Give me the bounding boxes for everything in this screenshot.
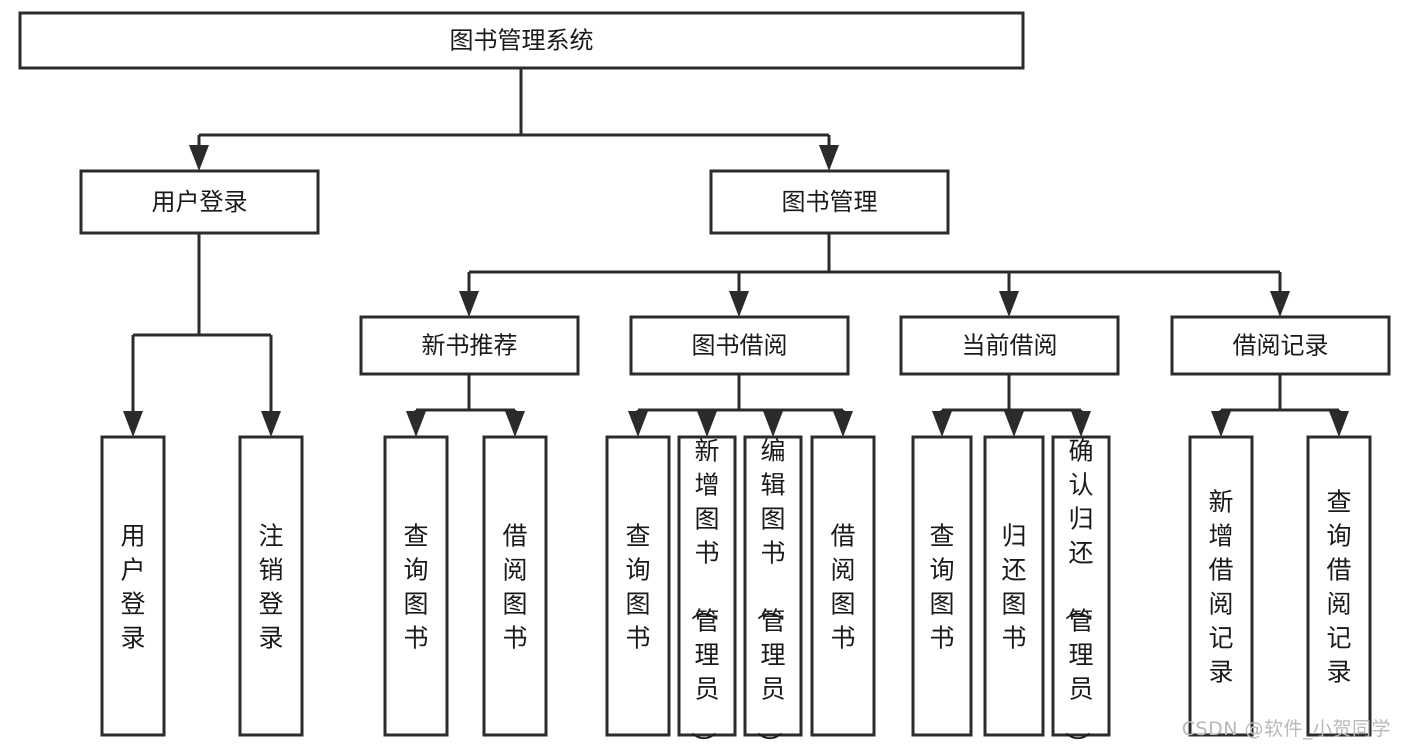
node-root[interactable]: 图书管理系统 [18, 11, 1025, 70]
node-label-leaf-add-book: 新增图书（管理员） [688, 437, 719, 747]
node-label-leaf-user-login: 用户登录 [120, 522, 145, 653]
node-leaf-query-book-c[interactable]: 查询图书 [911, 435, 973, 737]
node-label-leaf-add-record: 新增借阅记录 [1208, 488, 1233, 687]
node-leaf-query-book-b[interactable]: 查询图书 [605, 435, 671, 737]
arrow-head-icon [1071, 411, 1091, 437]
node-label-leaf-query-record: 查询借阅记录 [1326, 488, 1351, 687]
connector-group-current-borrow [932, 374, 1091, 437]
connector-group-user-login [123, 233, 281, 437]
node-book-manage[interactable]: 图书管理 [709, 169, 950, 235]
node-current-borrow[interactable]: 当前借阅 [899, 315, 1120, 376]
node-box-root[interactable] [18, 11, 1025, 70]
node-label-borrow-record: 借阅记录 [1233, 332, 1329, 360]
connectors-layer [123, 68, 1349, 437]
node-borrow-record[interactable]: 借阅记录 [1170, 315, 1391, 376]
node-box-book-borrow[interactable] [629, 315, 850, 376]
node-label-leaf-confirm-return: 确认归还（管理员） [1062, 437, 1093, 747]
node-box-leaf-borrow-book-b[interactable] [810, 435, 876, 737]
node-box-leaf-edit-book[interactable] [743, 435, 803, 737]
node-leaf-user-logout[interactable]: 注销登录 [238, 435, 304, 737]
node-label-user-login: 用户登录 [152, 188, 248, 216]
node-box-leaf-confirm-return[interactable] [1051, 435, 1111, 737]
connector-group-new-book-rec [406, 374, 525, 437]
node-new-book-rec[interactable]: 新书推荐 [359, 315, 580, 376]
arrow-head-icon [1004, 411, 1024, 437]
node-label-leaf-borrow-book-rec: 借阅图书 [502, 522, 527, 653]
node-label-leaf-edit-book: 编辑图书（管理员） [754, 437, 785, 747]
connector-group-book-borrow [628, 374, 853, 437]
node-box-leaf-user-logout[interactable] [238, 435, 304, 737]
node-label-current-borrow: 当前借阅 [962, 332, 1058, 360]
node-label-leaf-return-book: 归还图书 [1001, 522, 1026, 653]
node-label-root: 图书管理系统 [450, 27, 594, 55]
arrow-head-icon [505, 411, 525, 437]
arrow-head-icon [406, 411, 426, 437]
node-leaf-query-book-rec[interactable]: 查询图书 [383, 435, 449, 737]
node-user-login[interactable]: 用户登录 [79, 169, 320, 235]
watermark-label: CSDN @软件_小贺同学 [1181, 718, 1391, 740]
node-box-leaf-query-book-rec[interactable] [383, 435, 449, 737]
node-box-leaf-add-book[interactable] [677, 435, 737, 737]
node-leaf-query-record[interactable]: 查询借阅记录 [1306, 435, 1372, 737]
arrow-head-icon [189, 145, 209, 171]
node-leaf-user-login[interactable]: 用户登录 [100, 435, 166, 737]
node-box-leaf-query-book-b[interactable] [605, 435, 671, 737]
node-label-leaf-query-book-rec: 查询图书 [403, 522, 428, 653]
arrow-head-icon [999, 291, 1019, 317]
node-box-leaf-add-record[interactable] [1188, 435, 1254, 737]
arrow-head-icon [123, 411, 143, 437]
arrow-head-icon [1211, 411, 1231, 437]
arrow-head-icon [1270, 291, 1290, 317]
node-box-current-borrow[interactable] [899, 315, 1120, 376]
arrow-head-icon [261, 411, 281, 437]
node-label-leaf-user-logout: 注销登录 [258, 522, 283, 653]
arrow-head-icon [1329, 411, 1349, 437]
arrow-head-icon [763, 411, 783, 437]
node-box-leaf-query-record[interactable] [1306, 435, 1372, 737]
node-box-user-login[interactable] [79, 169, 320, 235]
node-label-leaf-query-book-b: 查询图书 [625, 522, 650, 653]
node-box-leaf-borrow-book-rec[interactable] [482, 435, 548, 737]
node-leaf-add-record[interactable]: 新增借阅记录 [1188, 435, 1254, 737]
connector-group-book-manage [459, 233, 1290, 317]
node-box-leaf-return-book[interactable] [983, 435, 1045, 737]
arrow-head-icon [729, 291, 749, 317]
node-label-leaf-borrow-book-b: 借阅图书 [830, 522, 855, 653]
connector-group-root [189, 68, 839, 171]
node-leaf-borrow-book-rec[interactable]: 借阅图书 [482, 435, 548, 737]
arrow-head-icon [932, 411, 952, 437]
connector-group-borrow-record [1211, 374, 1349, 437]
node-leaf-add-book[interactable]: 新增图书（管理员） [677, 435, 737, 747]
node-box-leaf-user-login[interactable] [100, 435, 166, 737]
node-leaf-confirm-return[interactable]: 确认归还（管理员） [1051, 435, 1111, 747]
arrow-head-icon [819, 145, 839, 171]
node-leaf-return-book[interactable]: 归还图书 [983, 435, 1045, 737]
node-label-book-manage: 图书管理 [782, 188, 878, 216]
arrow-head-icon [628, 411, 648, 437]
node-leaf-borrow-book-b[interactable]: 借阅图书 [810, 435, 876, 737]
node-box-borrow-record[interactable] [1170, 315, 1391, 376]
node-label-new-book-rec: 新书推荐 [422, 332, 518, 360]
node-box-leaf-query-book-c[interactable] [911, 435, 973, 737]
node-box-book-manage[interactable] [709, 169, 950, 235]
node-book-borrow[interactable]: 图书借阅 [629, 315, 850, 376]
node-label-leaf-query-book-c: 查询图书 [929, 522, 954, 653]
arrow-head-icon [697, 411, 717, 437]
arrow-head-icon [833, 411, 853, 437]
arrow-head-icon [459, 291, 479, 317]
node-label-book-borrow: 图书借阅 [692, 332, 788, 360]
node-leaf-edit-book[interactable]: 编辑图书（管理员） [743, 435, 803, 747]
nodes-layer: 图书管理系统用户登录图书管理新书推荐图书借阅当前借阅借阅记录用户登录注销登录查询… [18, 11, 1391, 747]
node-box-new-book-rec[interactable] [359, 315, 580, 376]
